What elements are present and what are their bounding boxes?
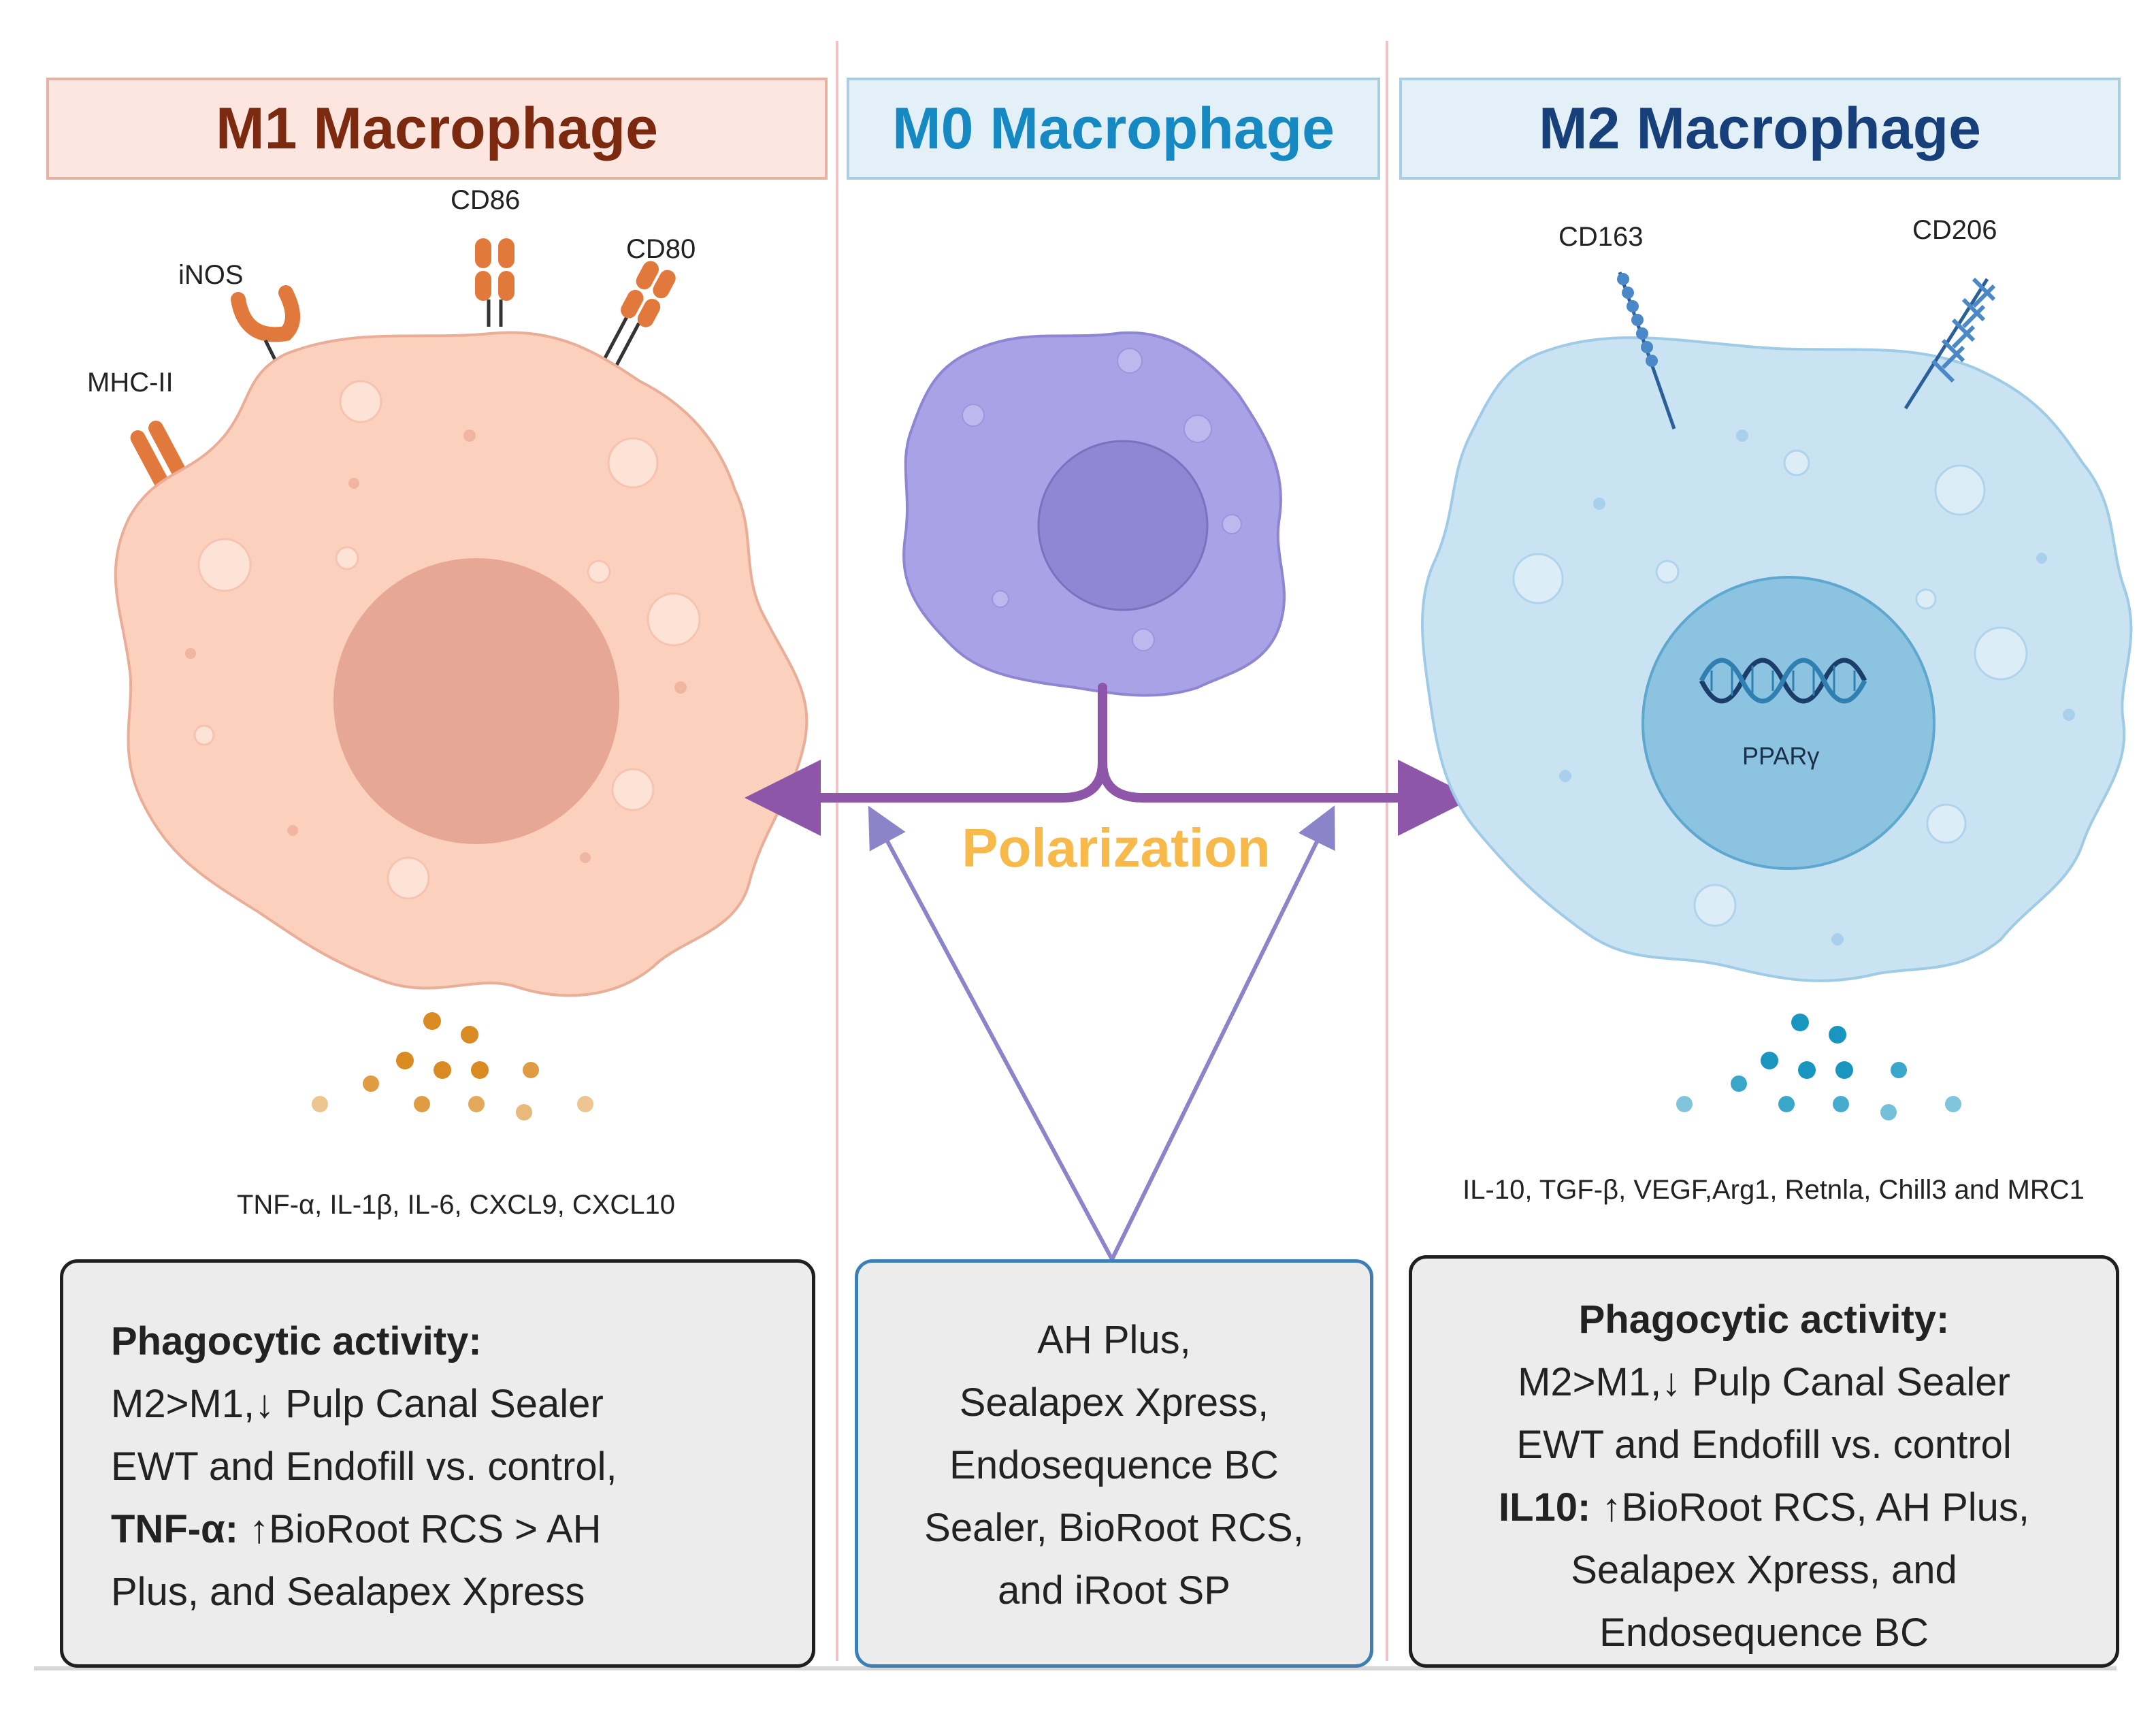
panel-divider-right [1386, 41, 1388, 1661]
m2-cytokine-dots [1676, 1014, 1961, 1120]
m2-info-box: Phagocytic activity: M2>M1,↓ Pulp Canal … [1409, 1255, 2119, 1668]
m0-cell-group [902, 331, 1286, 697]
sealer-line5: and iRoot SP [998, 1568, 1230, 1613]
m1-nucleus [333, 558, 619, 844]
m2-header: M2 Macrophage [1399, 78, 2121, 180]
m1-info-box: Phagocytic activity: M2>M1,↓ Pulp Canal … [60, 1259, 815, 1668]
m1-box-line1: M2>M1,↓ Pulp Canal Sealer [111, 1382, 604, 1426]
tnf-alpha-text: ↑BioRoot RCS > AH [238, 1507, 602, 1551]
polarization-label: Polarization [962, 818, 1271, 878]
m2-box-line2: EWT and Endofill vs. control [1516, 1423, 2012, 1467]
sealer-line3: Endosequence BC [949, 1443, 1279, 1487]
cd80-receptor-icon [603, 261, 676, 366]
m1-box-tnf-line: TNF-α: ↑BioRoot RCS > AH [111, 1498, 812, 1561]
cd206-receptor-icon [1904, 277, 1996, 410]
cd86-label: CD86 [451, 185, 521, 215]
cd80-label: CD80 [626, 234, 696, 264]
cd163-label: CD163 [1558, 222, 1644, 252]
il10-text: ↑BioRoot RCS, AH Plus, [1590, 1485, 2030, 1530]
m1-box-line2: EWT and Endofill vs. control, [111, 1444, 617, 1489]
cd163-receptor-icon [1617, 272, 1676, 430]
sealer-line2: Sealapex Xpress, [959, 1380, 1269, 1425]
m1-header: M1 Macrophage [46, 78, 828, 180]
sealer-list-box: AH Plus, Sealapex Xpress, Endosequence B… [855, 1259, 1373, 1668]
cd86-receptor-icon [475, 238, 514, 327]
m1-box-heading: Phagocytic activity: [111, 1319, 482, 1363]
m2-box-line5: Endosequence BC [1599, 1611, 1929, 1655]
panel-divider-left [836, 41, 838, 1661]
sealer-line4: Sealer, BioRoot RCS, [924, 1506, 1304, 1550]
m1-box-line4: Plus, and Sealapex Xpress [111, 1570, 585, 1614]
m0-header: M0 Macrophage [847, 78, 1380, 180]
m2-box-line1: M2>M1,↓ Pulp Canal Sealer [1518, 1360, 2010, 1404]
il10-label: IL10: [1498, 1485, 1591, 1530]
m2-cytokines: IL-10, TGF-β, VEGF,Arg1, Retnla, Chill3 … [1463, 1175, 2085, 1205]
m2-box-il10-line: IL10: ↑BioRoot RCS, AH Plus, [1412, 1476, 2116, 1539]
m1-cytokine-dots [312, 1012, 593, 1120]
ppar-gamma-label: PPARγ [1742, 742, 1820, 770]
m2-box-line4: Sealapex Xpress, and [1571, 1548, 1957, 1592]
m2-cell-group [1421, 272, 2133, 982]
polarization-connector [745, 683, 1474, 836]
m1-cytokines: TNF-α, IL-1β, IL-6, CXCL9, CXCL10 [236, 1190, 676, 1220]
m2-box-heading: Phagocytic activity: [1578, 1297, 1950, 1342]
m2-nucleus [1642, 576, 1936, 870]
sealer-arrows [868, 805, 1335, 1261]
inos-label: iNOS [178, 260, 244, 290]
mhc2-label: MHC-II [87, 368, 174, 398]
m0-nucleus [1037, 440, 1209, 611]
bottom-rule [34, 1666, 2117, 1670]
cd206-label: CD206 [1912, 215, 1997, 245]
tnf-alpha-label: TNF-α: [111, 1507, 239, 1551]
dna-helix-icon [1699, 658, 1867, 704]
m1-cell-group [114, 238, 808, 997]
sealer-line1: AH Plus, [1037, 1318, 1191, 1362]
